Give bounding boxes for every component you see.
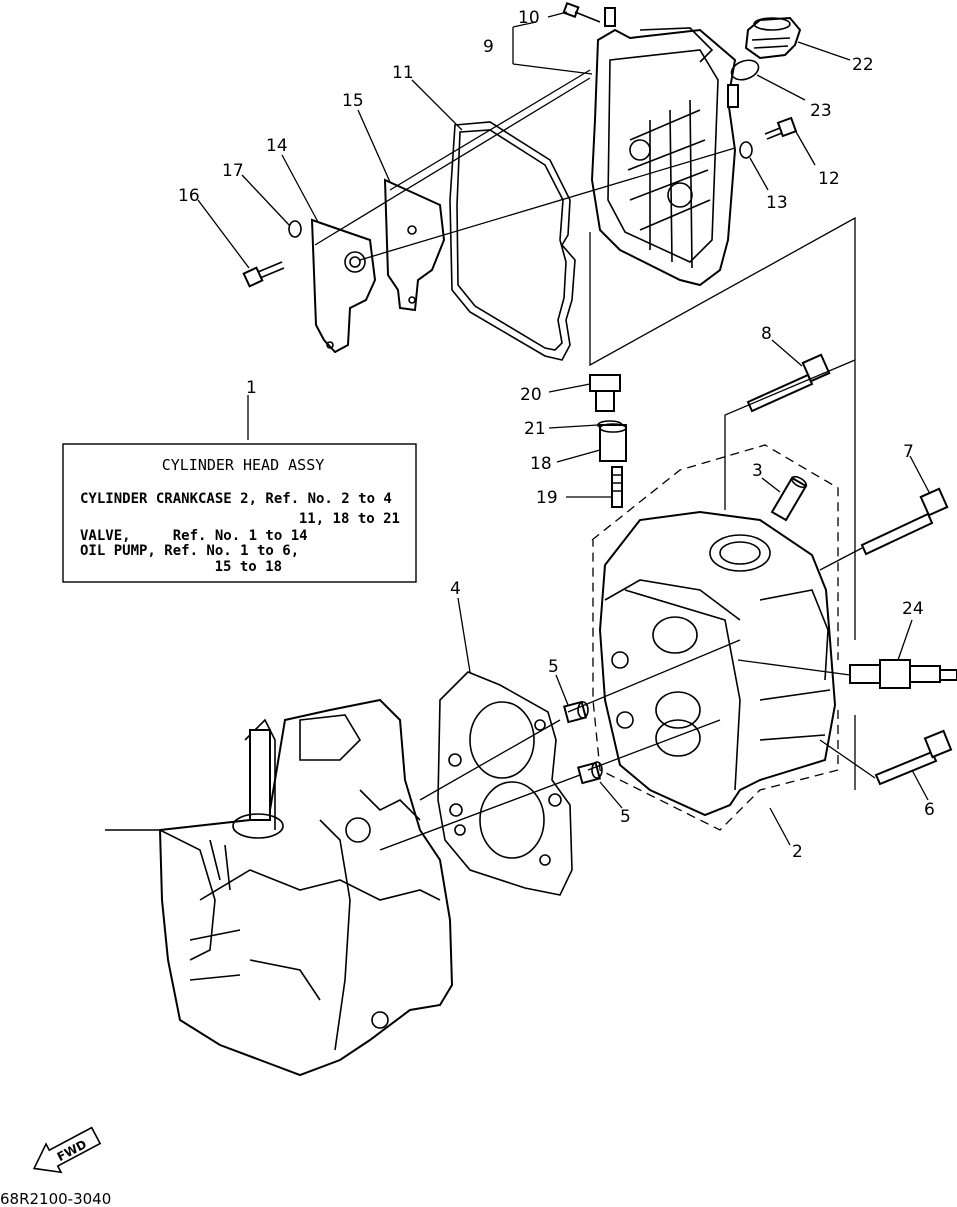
o-ring-23	[730, 59, 760, 81]
callout-15: 15	[342, 91, 364, 111]
plate-15	[383, 178, 446, 312]
assy-title: CYLINDER HEAD ASSY	[162, 456, 325, 474]
callout-23: 23	[810, 101, 832, 121]
head-gasket-4	[437, 671, 573, 896]
callout-12: 12	[818, 169, 840, 189]
fitting-pin	[727, 84, 739, 108]
callout-7: 7	[903, 442, 914, 462]
callout-2: 2	[792, 842, 803, 862]
callout-5-lower: 5	[620, 807, 631, 827]
washer-17	[288, 220, 302, 238]
bolt-10-part	[562, 1, 616, 27]
callout-13: 13	[766, 193, 788, 213]
washer-13	[739, 141, 753, 159]
callout-20: 20	[520, 385, 542, 405]
bolt-8-part	[746, 353, 831, 413]
callout-labels: 1 2 3 4 5 5 6 7 8 9 10 11 12 13 14 15 16…	[178, 8, 935, 862]
cover-gasket-11	[449, 121, 576, 361]
cylinder-head-cover	[590, 27, 737, 287]
callout-9: 9	[483, 37, 494, 57]
callout-14: 14	[266, 136, 288, 156]
drawing-code: 68R2100-3040	[0, 1190, 111, 1207]
head-assy-outline	[591, 444, 839, 831]
callout-11: 11	[392, 63, 414, 83]
callout-24: 24	[902, 599, 924, 619]
callout-18: 18	[530, 454, 552, 474]
callout-4: 4	[450, 579, 461, 599]
bolt-16-part	[242, 261, 285, 288]
assy-line-1: CYLINDER CRANKCASE 2, Ref. No. 2 to 4	[80, 491, 392, 507]
callout-8: 8	[761, 324, 772, 344]
dowel-3	[770, 475, 808, 522]
assy-line-5: 15 to 18	[215, 559, 282, 575]
plate-14	[310, 218, 377, 354]
bolt-12-part	[764, 116, 798, 140]
callout-3: 3	[752, 461, 763, 481]
assy-line-2: 11, 18 to 21	[299, 511, 400, 527]
callout-6: 6	[924, 800, 935, 820]
assy-line-4: OIL PUMP, Ref. No. 1 to 6,	[80, 543, 299, 559]
callout-19: 19	[536, 488, 558, 508]
assy-line-3: VALVE, Ref. No. 1 to 14	[80, 528, 308, 544]
pin-19	[611, 466, 623, 508]
crankcase	[105, 698, 454, 1077]
fwd-arrow-icon: FWD	[32, 1126, 102, 1174]
cylinder-head-2	[598, 510, 837, 817]
callout-5-upper: 5	[548, 657, 559, 677]
callout-21: 21	[524, 419, 546, 439]
spark-plug-24	[849, 659, 957, 689]
callout-10: 10	[518, 8, 540, 28]
dowel-5-lower	[577, 761, 603, 785]
oil-filler-cap	[744, 16, 802, 60]
callout-1: 1	[246, 378, 257, 398]
callout-22: 22	[852, 55, 874, 75]
bolt-7-part	[860, 487, 949, 556]
callout-16: 16	[178, 186, 200, 206]
plug-20	[589, 374, 621, 412]
callout-17: 17	[222, 161, 244, 181]
cylinder-head-assy-box: CYLINDER HEAD ASSY CYLINDER CRANKCASE 2,…	[62, 443, 417, 583]
bolt-6-part	[874, 729, 953, 786]
sleeve-18	[599, 423, 627, 462]
leader-lines	[197, 11, 931, 851]
